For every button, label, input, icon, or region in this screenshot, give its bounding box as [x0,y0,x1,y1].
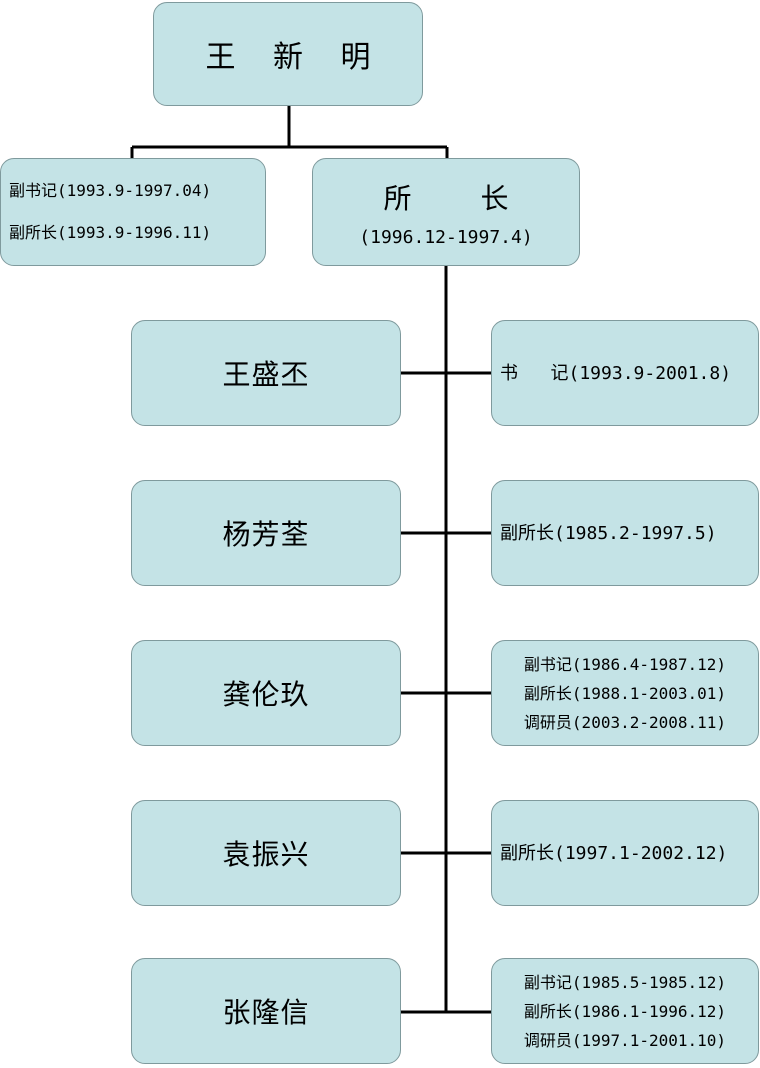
person-node: 王盛丕 [131,320,401,426]
person-node: 杨芳荃 [131,480,401,586]
person-roles-node: 副所长(1985.2-1997.5) [491,480,759,586]
role-line: 副所长(1997.1-2002.12) [500,842,728,864]
role-line: 副书记(1985.5-1985.12) [523,972,727,992]
person-roles-node: 副所长(1997.1-2002.12) [491,800,759,906]
role-line: 副所长(1986.1-1996.12) [523,1001,727,1021]
role-line: 副所长(1993.9-1996.11) [9,223,212,242]
root-node: 王 新 明 [153,2,423,106]
root-name: 王 新 明 [205,40,385,75]
role-line: 调研员(2003.2-2008.11) [523,712,727,732]
person-node: 袁振兴 [131,800,401,906]
person-roles-node: 副书记(1985.5-1985.12) 副所长(1986.1-1996.12) … [491,958,759,1064]
director-period: (1996.12-1997.4) [359,226,533,248]
person-name: 杨芳荃 [222,518,310,551]
role-line: 副书记(1986.4-1987.12) [523,654,727,674]
role-line: 副所长(1985.2-1997.5) [500,522,717,544]
person-name: 袁振兴 [222,838,310,871]
person-node: 龚伦玖 [131,640,401,746]
left-roles-node: 副书记(1993.9-1997.04) 副所长(1993.9-1996.11) [0,158,266,266]
role-line: 书 记(1993.9-2001.8) [500,362,732,384]
director-node: 所 长 (1996.12-1997.4) [312,158,580,266]
person-roles-node: 书 记(1993.9-2001.8) [491,320,759,426]
person-node: 张隆信 [131,958,401,1064]
person-name: 龚伦玖 [222,678,310,711]
role-line: 副书记(1993.9-1997.04) [9,181,212,200]
person-name: 王盛丕 [222,358,310,391]
person-name: 张隆信 [222,996,310,1029]
role-line: 副所长(1988.1-2003.01) [523,683,727,703]
role-line: 调研员(1997.1-2001.10) [523,1030,727,1050]
person-roles-node: 副书记(1986.4-1987.12) 副所长(1988.1-2003.01) … [491,640,759,746]
director-title: 所 长 [383,181,539,215]
